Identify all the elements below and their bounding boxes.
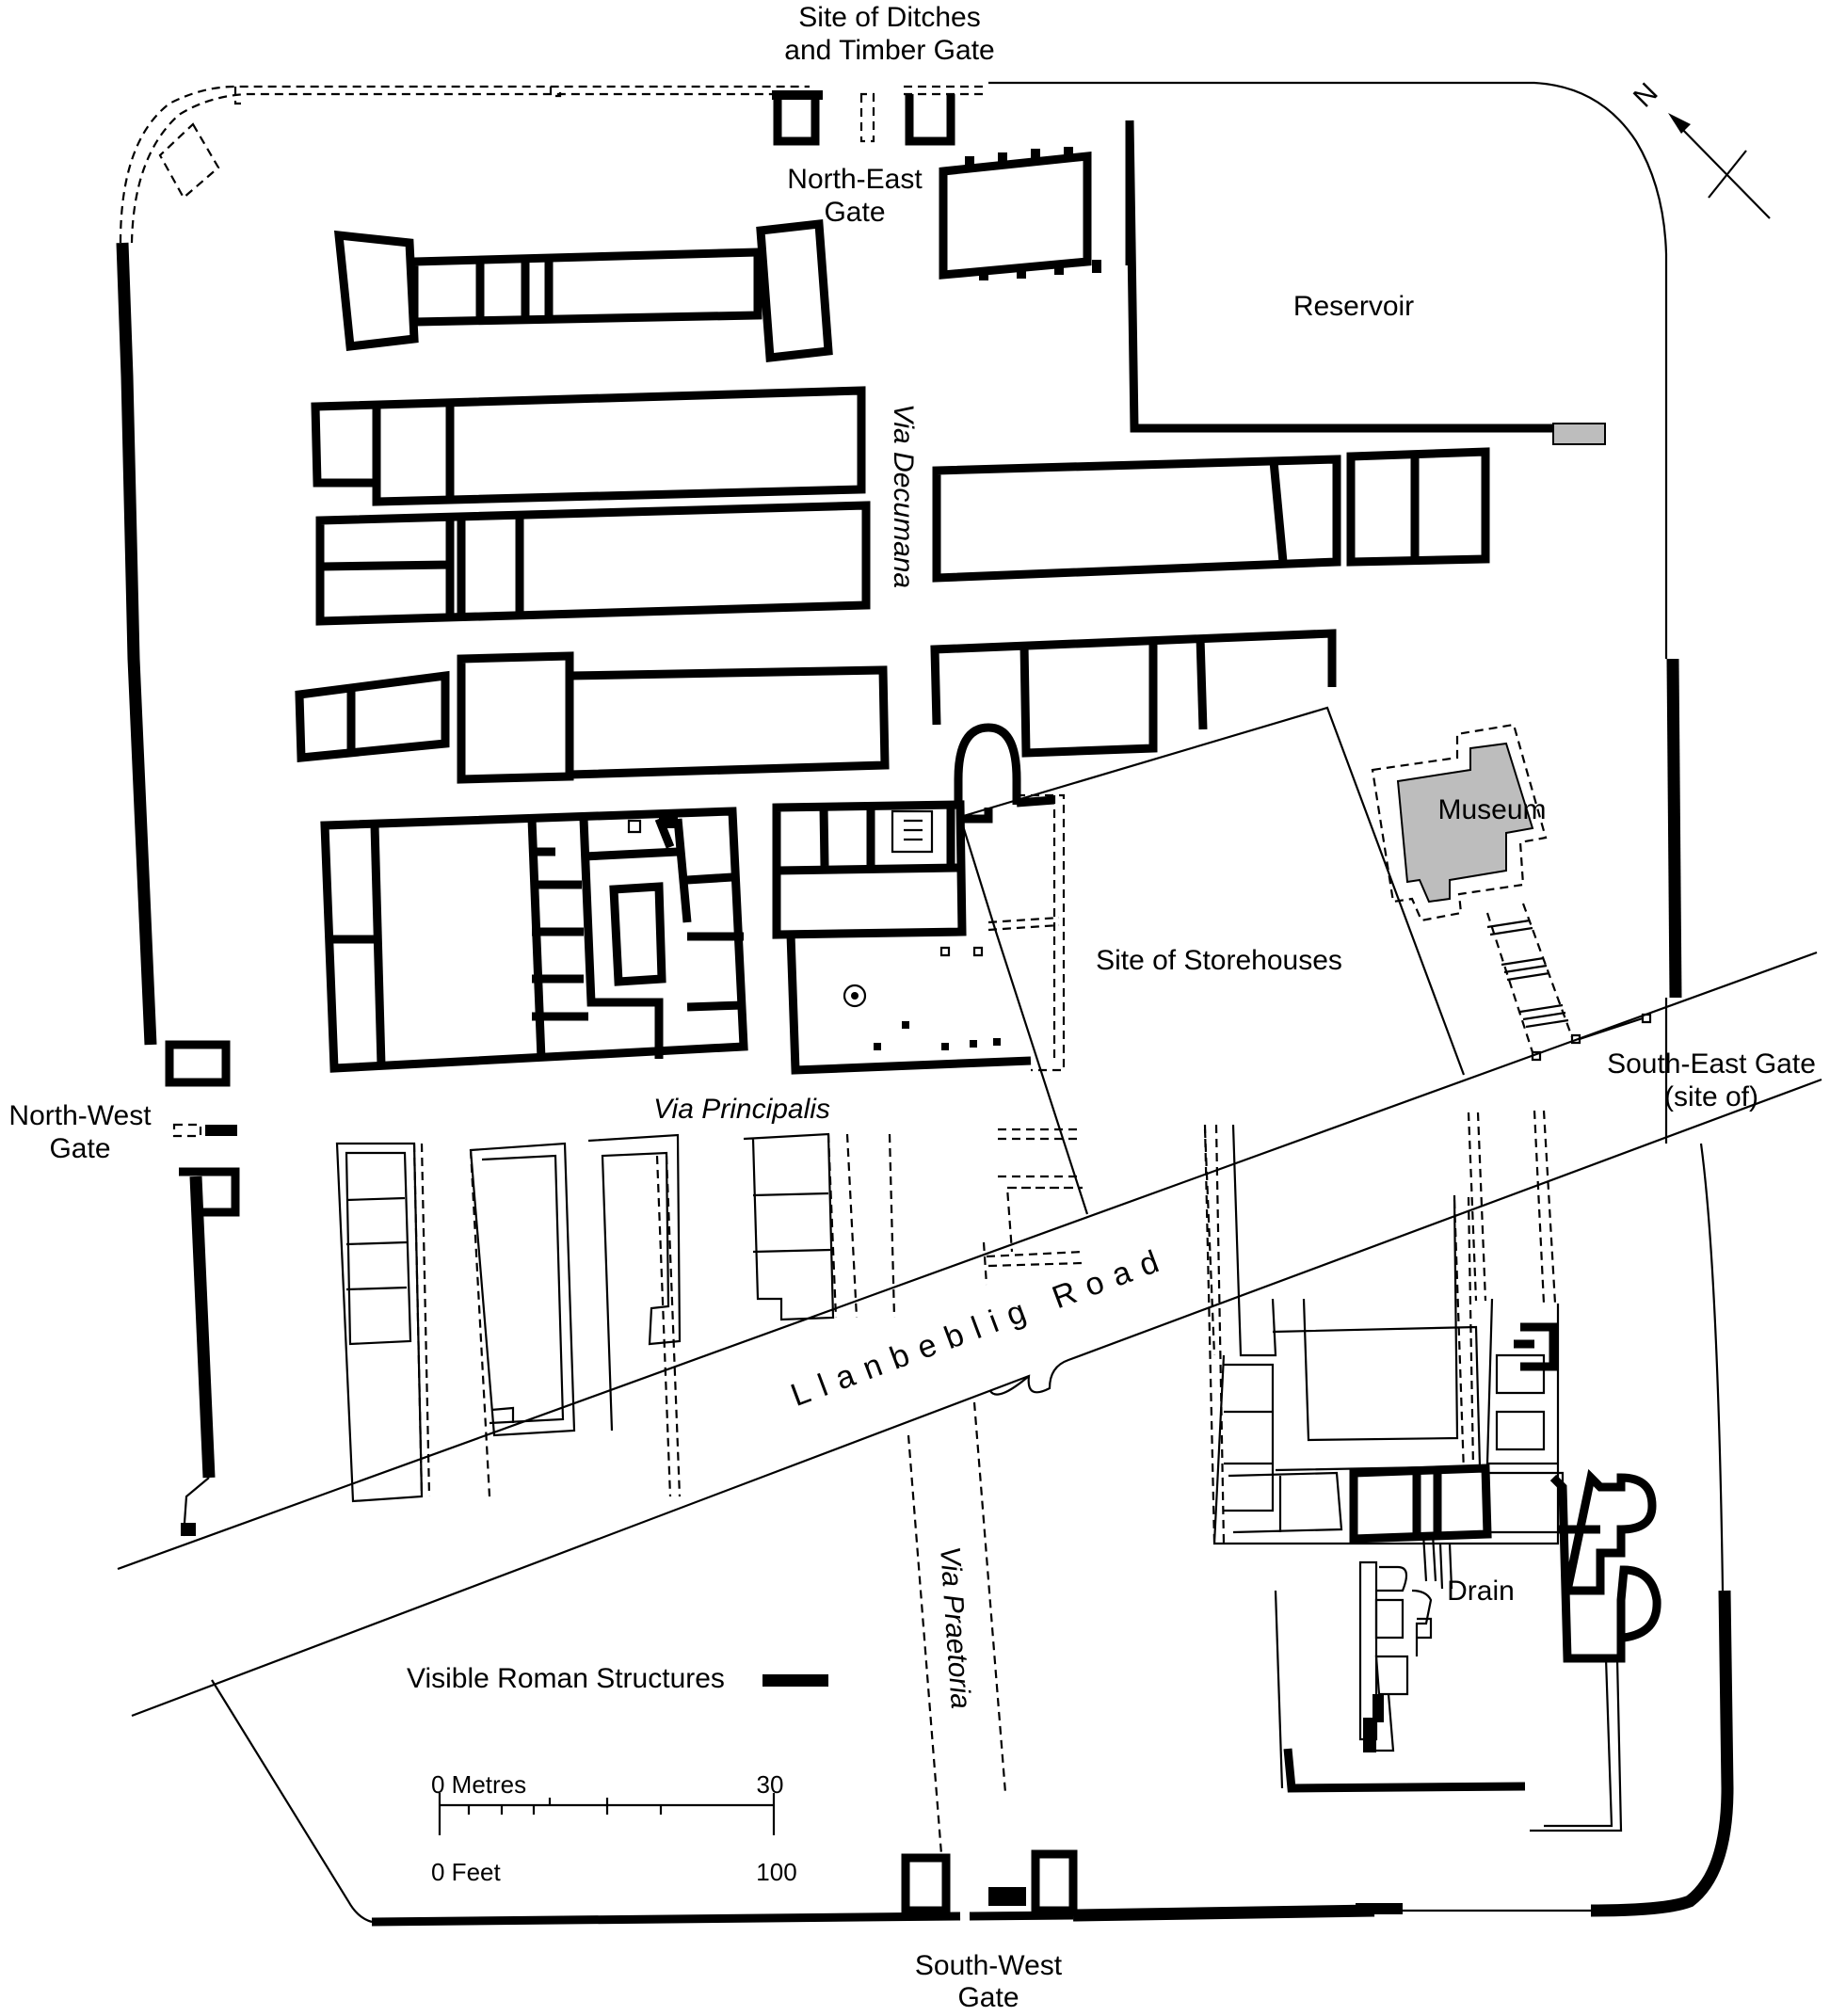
via-praetoria-lines bbox=[907, 1401, 1007, 1855]
label-via-praetoria: Via Praetoria bbox=[934, 1545, 976, 1710]
label-museum: Museum bbox=[1437, 794, 1546, 825]
small-building-south bbox=[1358, 1533, 1437, 1752]
reservoir bbox=[1125, 120, 1606, 445]
scale-metres-end: 30 bbox=[757, 1770, 784, 1799]
north-arrow bbox=[1668, 113, 1771, 219]
scale-feet-start: 0 Feet bbox=[431, 1858, 501, 1886]
label-north-east-gate-2: Gate bbox=[824, 197, 885, 228]
barracks-middle bbox=[982, 1128, 1084, 1286]
label-north-arrow: N bbox=[1628, 77, 1664, 114]
label-south-east-gate-1: South-East Gate bbox=[1607, 1048, 1816, 1080]
fort-boundary bbox=[116, 81, 1734, 1927]
scale-feet-end: 100 bbox=[756, 1858, 796, 1886]
llanbeblig-road bbox=[117, 951, 1822, 1718]
label-site-of-storehouses: Site of Storehouses bbox=[1096, 945, 1342, 976]
barracks-east bbox=[1203, 1110, 1565, 1590]
principia bbox=[772, 723, 1066, 1075]
label-site-of-ditches-2: and Timber Gate bbox=[784, 35, 994, 66]
south-west-gate bbox=[901, 1849, 1078, 1915]
praetorium bbox=[320, 807, 748, 1073]
label-reservoir: Reservoir bbox=[1293, 291, 1414, 322]
label-south-west-gate-2: Gate bbox=[957, 1982, 1019, 2013]
label-via-principalis: Via Principalis bbox=[653, 1094, 830, 1125]
label-south-east-gate-2: (site of) bbox=[1664, 1081, 1758, 1112]
legend bbox=[762, 1674, 828, 1687]
north-west-gate bbox=[165, 1040, 240, 1217]
label-site-of-ditches-1: Site of Ditches bbox=[798, 2, 980, 33]
label-north-west-gate-1: North-West bbox=[8, 1100, 152, 1131]
scale-metres-start: 0 Metres bbox=[431, 1770, 526, 1799]
scale-bar bbox=[438, 1793, 776, 1835]
museum bbox=[1371, 723, 1574, 1053]
north-east-gate bbox=[772, 90, 955, 146]
bath-house bbox=[1274, 1468, 1661, 1832]
label-via-decumana: Via Decumana bbox=[888, 404, 919, 588]
site-of-storehouses bbox=[958, 706, 1466, 1215]
legend-visible-structures-label: Visible Roman Structures bbox=[407, 1663, 725, 1694]
label-south-west-gate-1: South-West bbox=[915, 1950, 1063, 1981]
label-drain: Drain bbox=[1447, 1576, 1515, 1607]
legend-visible-structures-swatch bbox=[762, 1674, 828, 1687]
barracks-west bbox=[335, 1132, 896, 1503]
label-north-east-gate-1: North-East bbox=[787, 164, 923, 195]
label-north-west-gate-2: Gate bbox=[49, 1133, 110, 1164]
label-llanbeblig-road: Llanbeblig Road bbox=[786, 1240, 1174, 1414]
north-buildings bbox=[295, 120, 1490, 784]
via-principalis-lines bbox=[1203, 1128, 1216, 1356]
